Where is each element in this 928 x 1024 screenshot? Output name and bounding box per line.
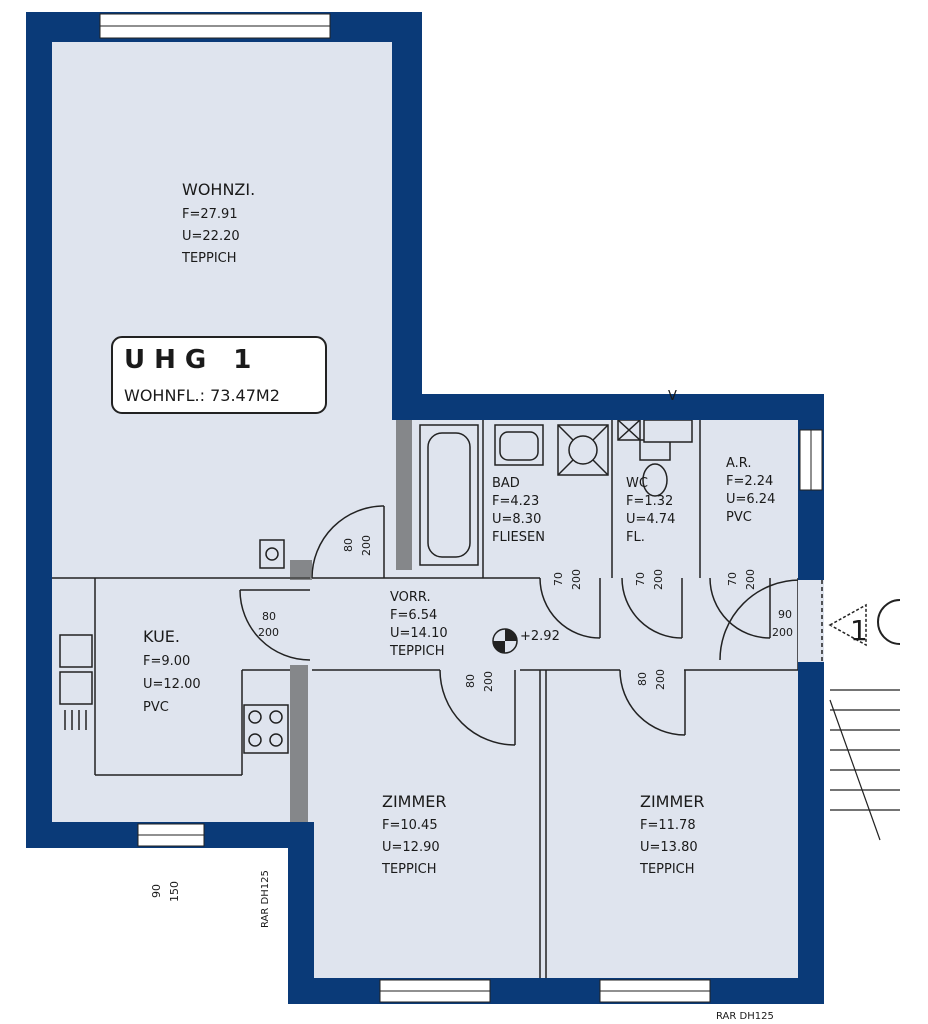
room-perimeter: U=13.80 [640, 840, 698, 855]
door-width: 70 [726, 572, 739, 586]
windows [99, 13, 823, 1003]
room-perimeter: U=22.20 [182, 229, 240, 244]
room-floor: TEPPICH [381, 862, 437, 877]
stair-fragment [829, 689, 900, 841]
room-floor: TEPPICH [389, 644, 445, 659]
room-floor: PVC [143, 700, 169, 715]
room-area: F=1.32 [626, 494, 673, 509]
door-width: 90 [778, 608, 792, 621]
room-area: F=27.91 [182, 207, 238, 222]
room-ar: A.R. F=2.24 U=6.24 PVC [726, 456, 775, 525]
room-perimeter: U=8.30 [492, 512, 541, 527]
room-area: F=6.54 [390, 608, 437, 623]
door-height: 200 [654, 669, 667, 690]
room-perimeter: U=12.90 [382, 840, 440, 855]
stove-icon [243, 704, 289, 754]
washing-machine-icon [557, 424, 609, 476]
section-number: 1 [850, 614, 868, 647]
unit-code: UHG 1 [124, 345, 260, 375]
room-area: F=9.00 [143, 654, 190, 669]
door-height: 200 [482, 671, 495, 692]
room-bad: BAD F=4.23 U=8.30 FLIESEN [492, 476, 545, 545]
door-width: 70 [552, 572, 565, 586]
room-floor: TEPPICH [181, 251, 237, 266]
window-dims: 90 150 RAR DH125 RAR DH125 [150, 870, 774, 1022]
toilet-icon [639, 439, 671, 497]
washbasin-icon [494, 424, 544, 466]
room-perimeter: U=6.24 [726, 492, 775, 507]
exterior-walls [26, 12, 824, 1004]
unit-label: UHG 1 WOHNFL.: 73.47M2 [111, 336, 327, 414]
unit-area: WOHNFL.: 73.47M2 [124, 386, 280, 405]
room-floor: FL. [626, 530, 645, 545]
entry-door [798, 580, 824, 662]
level-value: +2.92 [520, 629, 560, 644]
room-area: F=10.45 [382, 818, 438, 833]
room-zimmer-1: ZIMMER F=10.45 U=12.90 TEPPICH [381, 792, 447, 877]
door-dims: 80 200 80 200 70 200 70 200 70 200 90 20… [258, 535, 793, 692]
room-name: BAD [492, 476, 520, 491]
room-floor: PVC [726, 510, 752, 525]
window-tag: RAR DH125 [260, 870, 271, 928]
room-area: F=2.24 [726, 474, 773, 489]
sink-icon [59, 634, 93, 730]
room-name: WOHNZI. [182, 180, 255, 199]
window-height: 150 [168, 881, 181, 902]
door-width: 80 [464, 674, 477, 688]
room-kue: KUE. F=9.00 U=12.00 PVC [143, 627, 201, 715]
room-name: WC [626, 476, 648, 491]
hatched-walls [290, 418, 412, 823]
section-marker: 1 [828, 599, 901, 647]
room-zimmer-2: ZIMMER F=11.78 U=13.80 TEPPICH [639, 792, 705, 877]
room-area: F=11.78 [640, 818, 696, 833]
door-width: 80 [262, 610, 276, 623]
room-name: ZIMMER [640, 792, 705, 811]
room-perimeter: U=4.74 [626, 512, 675, 527]
door-width: 70 [634, 572, 647, 586]
door-height: 200 [258, 626, 279, 639]
door-width: 80 [342, 538, 355, 552]
room-perimeter: U=14.10 [390, 626, 448, 641]
door-height: 200 [570, 569, 583, 590]
door-height: 200 [772, 626, 793, 639]
room-name: KUE. [143, 627, 180, 646]
window-width: 90 [150, 884, 163, 898]
room-area: F=4.23 [492, 494, 539, 509]
level-marker: +2.92 [492, 628, 560, 654]
room-perimeter: U=12.00 [143, 677, 201, 692]
stair-mark: V [668, 389, 677, 404]
room-wohnzi: WOHNZI. F=27.91 U=22.20 TEPPICH [181, 180, 255, 266]
room-name: ZIMMER [382, 792, 447, 811]
heater-icon [259, 539, 285, 569]
interior-lines [48, 420, 799, 980]
room-wc: WC F=1.32 U=4.74 FL. [626, 476, 675, 545]
window-tag: RAR DH125 [716, 1011, 774, 1022]
room-name: VORR. [390, 590, 431, 605]
floor-areas [48, 38, 798, 983]
door-width: 80 [636, 672, 649, 686]
door-height: 200 [744, 569, 757, 590]
room-floor: FLIESEN [492, 530, 545, 545]
room-floor: TEPPICH [639, 862, 695, 877]
vent-icon [617, 419, 693, 443]
door-height: 200 [652, 569, 665, 590]
door-swings [239, 505, 801, 746]
room-vorr: VORR. F=6.54 U=14.10 TEPPICH [389, 590, 448, 659]
room-name: A.R. [726, 456, 752, 471]
bathtub-icon [419, 424, 479, 566]
door-height: 200 [360, 535, 373, 556]
